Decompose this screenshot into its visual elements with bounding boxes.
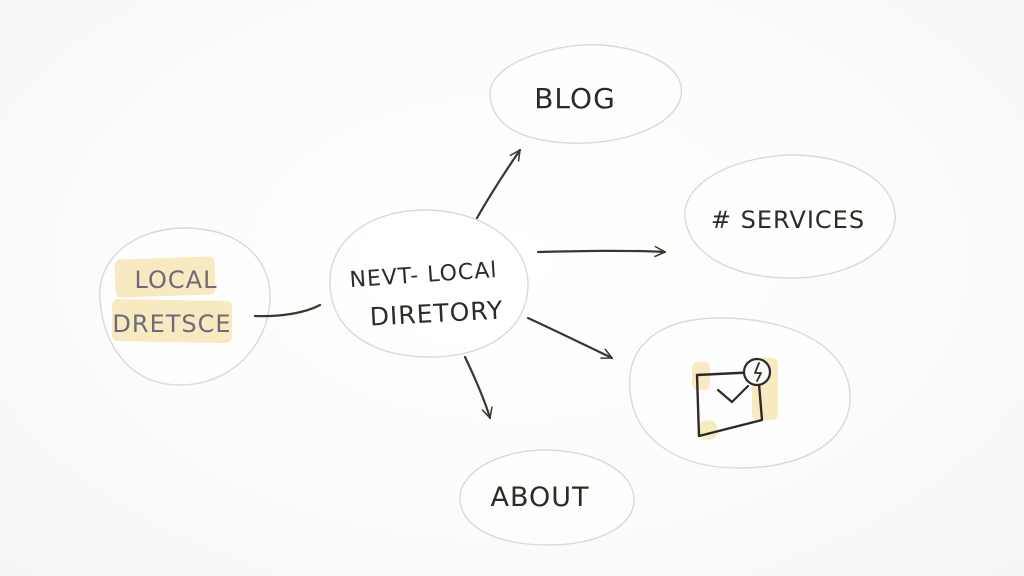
- contact-highlight-bottom: [698, 420, 718, 440]
- local-highlight-top: [114, 256, 216, 298]
- local-highlight-bottom: [111, 299, 233, 343]
- blog-label: BLOG: [534, 82, 616, 115]
- services-label: # SERVICES: [711, 206, 865, 234]
- about-label: ABOUT: [490, 482, 589, 513]
- edge-center-to-about: [463, 355, 493, 420]
- services-node-outline: [684, 154, 896, 279]
- center-node-outline: [329, 209, 529, 358]
- blog-node-outline: [489, 44, 683, 144]
- about-node-outline: [459, 449, 635, 546]
- local-label-line1: LOCAL: [135, 266, 218, 294]
- edge-center-to-blog: [475, 148, 522, 220]
- center-label-line2: DIRETORY: [369, 296, 504, 332]
- edge-local-to-center: [253, 303, 322, 318]
- edge-center-to-services: [536, 245, 667, 258]
- edge-center-to-contact: [526, 316, 614, 360]
- local-label-line2: DRETSCE: [112, 310, 231, 338]
- envelope-clock-icon: [695, 357, 772, 438]
